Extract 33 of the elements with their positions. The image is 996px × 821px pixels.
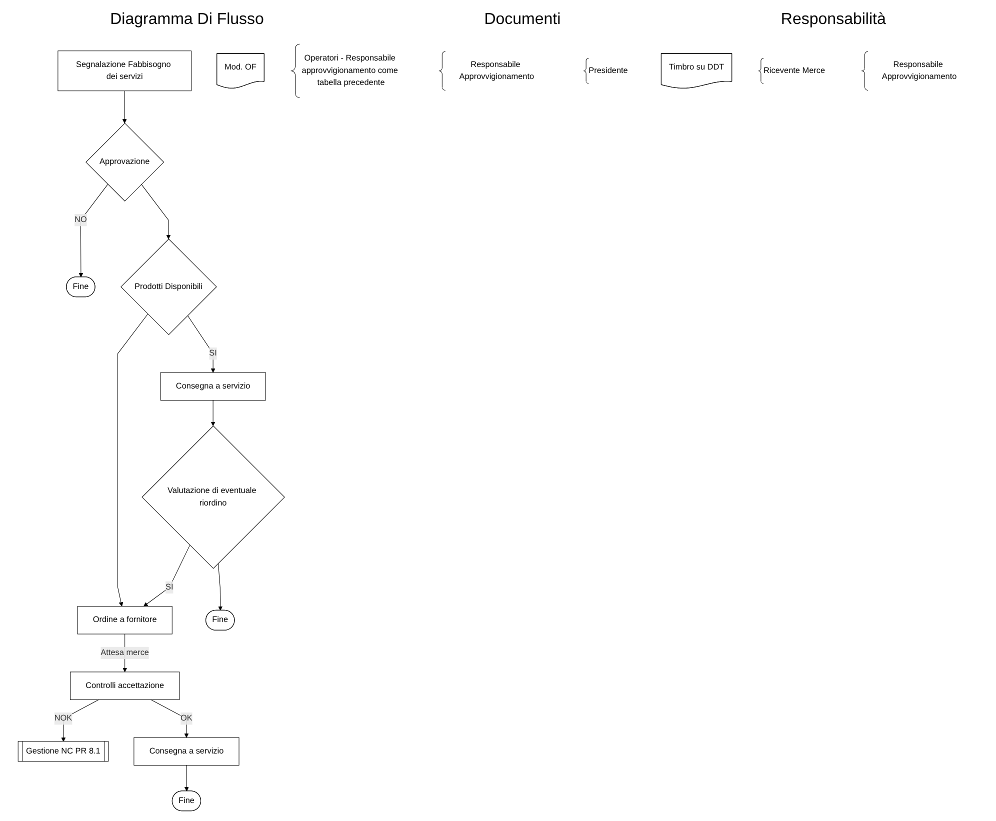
node-box: Ordine a fornitore — [77, 606, 172, 634]
node-box: Segnalazione Fabbisogno dei servizi — [58, 50, 192, 92]
node-box: Consegna a servizio — [134, 737, 240, 766]
edge-label: NO — [74, 215, 87, 224]
node-diamond: Valutazione di eventuale riordino — [142, 426, 285, 569]
column-heading: Diagramma Di Flusso — [110, 11, 264, 29]
node-text: Ricevente Merce — [763, 66, 825, 75]
node-text: Responsabile Approvvigionamento — [882, 60, 956, 82]
arrow — [218, 562, 222, 611]
arrow — [187, 315, 216, 373]
node-box: Controlli accettazione — [70, 672, 180, 700]
node-diamond: Approvazione — [85, 122, 164, 202]
arrow — [150, 699, 189, 738]
edge-label: SI — [165, 582, 174, 592]
node-text: Responsabile Approvvigionamento — [459, 60, 534, 82]
column-heading: Documenti — [484, 11, 561, 29]
edge-label: SI — [209, 348, 217, 358]
edge-label: Attesa merce — [100, 648, 149, 658]
arrow — [78, 184, 108, 278]
node-text: Operatori - Responsabile approvvigionamento come tabella precedente — [302, 54, 398, 88]
arrow — [61, 699, 99, 742]
arrow — [184, 765, 189, 792]
arrow — [122, 90, 127, 124]
arrow — [117, 314, 148, 607]
arrow — [140, 184, 171, 240]
arrow — [143, 544, 190, 607]
column-heading: Responsabilità — [780, 11, 886, 29]
edge-label: NOK — [54, 714, 72, 723]
node-box: Consegna a servizio — [160, 372, 266, 401]
arrow — [210, 400, 216, 426]
node-text: Presidente — [588, 66, 628, 75]
edge-label: OK — [180, 714, 192, 723]
node-diamond: Prodotti Disponibili — [120, 238, 217, 335]
